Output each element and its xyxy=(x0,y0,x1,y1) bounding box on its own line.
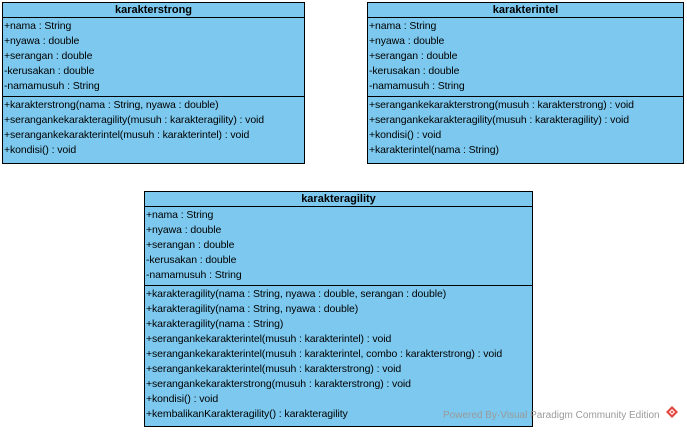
operation-row: +serangankekarakterintel(musuh : karakte… xyxy=(146,333,392,345)
attributes-compartment: +nama : String +nyawa : double +serangan… xyxy=(145,207,532,286)
class-name: karakterintel xyxy=(368,3,683,18)
attribute-row: +nyawa : double xyxy=(146,224,222,236)
attribute-row: -kerusakan : double xyxy=(4,65,95,77)
operation-row: +serangankekarakterstrong(musuh : karakt… xyxy=(369,99,634,111)
operation-row: +serangankekarakterintel(musuh : karakte… xyxy=(146,348,503,360)
attribute-row: +serangan : double xyxy=(369,50,458,62)
operation-row: +serangankekarakterstrong(musuh : karakt… xyxy=(146,378,411,390)
class-name: karakteragility xyxy=(145,192,532,207)
attribute-row: -namamusuh : String xyxy=(4,80,100,92)
operation-row: +kondisi() : void xyxy=(369,129,442,141)
class-box-karakterintel[interactable]: karakterintel +nama : String +nyawa : do… xyxy=(367,2,684,164)
watermark-text: Powered By·Visual Paradigm Community Edi… xyxy=(443,410,660,422)
attribute-row: -kerusakan : double xyxy=(146,254,237,266)
operation-row: +serangankekarakterintel(musuh : karakte… xyxy=(4,129,250,141)
operation-row: +kondisi() : void xyxy=(146,393,219,405)
class-name: karakterstrong xyxy=(3,3,304,18)
class-box-karakteragility[interactable]: karakteragility +nama : String +nyawa : … xyxy=(144,191,533,427)
operation-row: +karakteragility(nama : String, nyawa : … xyxy=(146,303,359,315)
operations-compartment: +karakterstrong(nama : String, nyawa : d… xyxy=(3,97,304,160)
class-box-karakterstrong[interactable]: karakterstrong +nama : String +nyawa : d… xyxy=(2,2,305,164)
operations-compartment: +karakteragility(nama : String, nyawa : … xyxy=(145,286,532,424)
visual-paradigm-logo-icon xyxy=(666,406,679,423)
attribute-row: +nama : String xyxy=(4,20,72,32)
attribute-row: +serangan : double xyxy=(4,50,93,62)
operation-row: +karakteragility(nama : String) xyxy=(146,318,284,330)
attribute-row: -kerusakan : double xyxy=(369,65,460,77)
attribute-row: +nama : String xyxy=(369,20,437,32)
attributes-compartment: +nama : String +nyawa : double +serangan… xyxy=(3,18,304,97)
operation-row: +karakteragility(nama : String, nyawa : … xyxy=(146,288,447,300)
operation-row: +karakterstrong(nama : String, nyawa : d… xyxy=(4,99,219,111)
attribute-row: +nyawa : double xyxy=(4,35,80,47)
attributes-compartment: +nama : String +nyawa : double +serangan… xyxy=(368,18,683,97)
attribute-row: +nama : String xyxy=(146,209,214,221)
operation-row: +serangankekarakteragility(musuh : karak… xyxy=(4,114,265,126)
attribute-row: -namamusuh : String xyxy=(146,269,242,281)
operations-compartment: +serangankekarakterstrong(musuh : karakt… xyxy=(368,97,683,160)
attribute-row: +serangan : double xyxy=(146,239,235,251)
attribute-row: -namamusuh : String xyxy=(369,80,465,92)
attribute-row: +nyawa : double xyxy=(369,35,445,47)
operation-row: +karakterintel(nama : String) xyxy=(369,144,499,156)
operation-row: +serangankekarakterintel(musuh : karakte… xyxy=(146,363,402,375)
operation-row: +serangankekarakteragility(musuh : karak… xyxy=(369,114,630,126)
watermark: Powered By·Visual Paradigm Community Edi… xyxy=(443,406,679,423)
operation-row: +kembalikanKarakteragility() : karaktera… xyxy=(146,408,348,420)
operation-row: +kondisi() : void xyxy=(4,144,77,156)
